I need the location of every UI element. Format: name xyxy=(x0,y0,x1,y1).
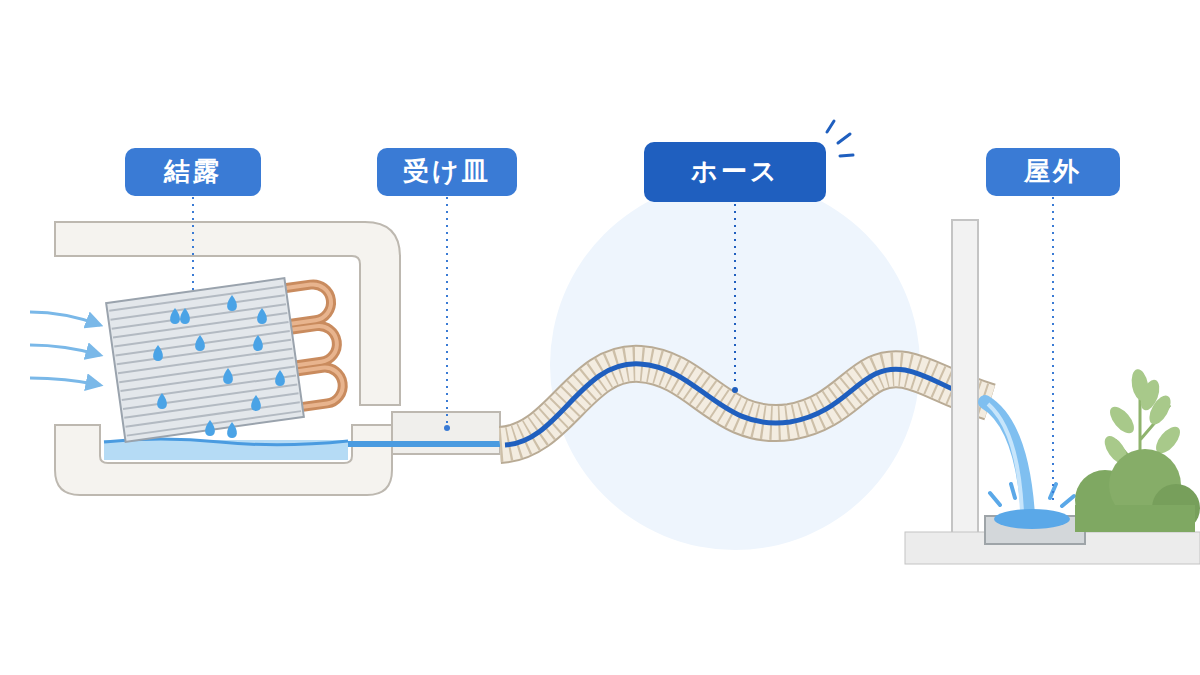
illustration-part xyxy=(253,335,263,351)
illustration-part xyxy=(994,509,1070,529)
label-pill: 受け皿 xyxy=(377,148,517,196)
illustration-part xyxy=(251,395,261,411)
airflow-arrows xyxy=(30,312,100,385)
illustration-part xyxy=(195,335,205,351)
illustration-part xyxy=(275,370,285,386)
illustration-part xyxy=(223,368,233,384)
illustration-part xyxy=(180,308,190,324)
label-pill: 屋外 xyxy=(986,148,1120,196)
illustration-part xyxy=(30,345,100,355)
illustration-part xyxy=(1106,403,1139,438)
illustration-part xyxy=(106,278,304,442)
illustration-part xyxy=(500,364,990,445)
illustration-part xyxy=(30,378,100,385)
label-text: 屋外 xyxy=(1024,156,1082,187)
illustration-part xyxy=(827,121,834,132)
illustration-part xyxy=(348,441,500,447)
illustration-part xyxy=(1137,377,1163,413)
illustration-part xyxy=(153,345,163,361)
illustration-part xyxy=(1052,197,1054,505)
drain-hose xyxy=(500,364,990,445)
illustration-part xyxy=(227,295,237,311)
illustration-part xyxy=(840,155,853,156)
illustration-part xyxy=(205,420,215,436)
illustration-part xyxy=(170,308,180,324)
illustration-part xyxy=(952,220,978,535)
label-text: 結露 xyxy=(164,156,222,187)
illustration-part xyxy=(444,425,450,431)
label-text: 受け皿 xyxy=(403,156,491,187)
illustration-part xyxy=(1075,505,1195,532)
illustration-part xyxy=(392,412,500,454)
illustration-part xyxy=(30,312,100,325)
illustration-part xyxy=(192,197,194,290)
illustration-part xyxy=(500,364,990,445)
illustration-part xyxy=(55,425,392,495)
label-text: ホース xyxy=(691,156,780,187)
illustration-part xyxy=(104,440,348,460)
illustration-part xyxy=(505,364,968,445)
illustration-part xyxy=(446,197,448,424)
illustration-part xyxy=(838,134,850,143)
condensation-drops xyxy=(153,295,285,438)
outdoor-scene xyxy=(905,220,1200,564)
illustration-part xyxy=(227,422,237,438)
illustration-part xyxy=(990,484,1074,506)
leader-lines xyxy=(193,197,1053,505)
emphasis-lines xyxy=(827,121,853,156)
illustration-part xyxy=(734,204,736,386)
fins xyxy=(109,286,301,435)
label-pill: 結露 xyxy=(125,148,261,196)
heat-exchanger xyxy=(106,272,346,442)
illustration-part xyxy=(127,411,301,435)
illustration-part xyxy=(732,387,738,393)
illustration-part xyxy=(500,364,990,445)
indoor-unit xyxy=(55,222,500,495)
illustration-part xyxy=(257,308,267,324)
illustration-part xyxy=(985,402,1028,515)
label-pill: ホース xyxy=(644,142,826,202)
illustration-part xyxy=(157,393,167,409)
